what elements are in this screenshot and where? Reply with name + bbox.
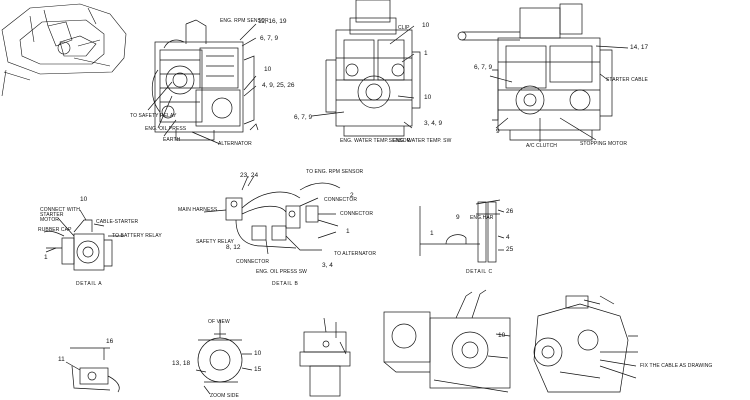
callout-detail-b-23-24: 23, 24 xyxy=(240,172,259,179)
callout-view2-b: 1 xyxy=(424,50,428,57)
label-to-safety-relay: TO SAFETY RELAY xyxy=(130,113,177,119)
callout-view3-c: 9 xyxy=(496,128,500,135)
label-a-c-clutch: A/C CLUTCH xyxy=(526,143,558,149)
label-eng-water-temp-sensor: ENG. WATER TEMP.SENSOR xyxy=(340,138,411,144)
label-alternator: ALTERNATOR xyxy=(218,141,252,147)
label-eng-water-temp-sw: ENG. WATER TEMP. SW xyxy=(393,138,452,144)
label-clip: CLIP xyxy=(398,25,410,31)
bottom-part-3-drawing xyxy=(299,317,351,397)
bottom-part-4-drawing xyxy=(383,289,511,393)
label-eng-oil-press: ENG. OIL PRESS xyxy=(145,126,187,132)
label-to-eng-rpm-sensor: TO ENG. RPM SENSOR xyxy=(306,169,364,175)
label-cable-starter: CABLE-STARTER xyxy=(96,219,139,225)
callout-view2-c: 10 xyxy=(424,94,432,101)
callout-bottom-16: 16 xyxy=(106,338,114,345)
engine-view-1 xyxy=(147,19,259,145)
label-fix-wire: FIX THE CABLE AS DRAWING xyxy=(640,363,713,369)
label-eng-oil-press-sw: ENG. OIL PRESS SW xyxy=(256,269,307,275)
detail-c-drawing xyxy=(419,199,505,263)
callout-detail-c-9: 9 xyxy=(456,214,460,221)
callout-view1-c: 10 xyxy=(264,66,272,73)
callout-detail-c-26: 26 xyxy=(506,208,514,215)
callout-view2-a: 10 xyxy=(422,22,430,29)
callout-view1-a: 11, 16, 19 xyxy=(258,18,287,25)
label-stopping-motor: STOPPING MOTOR xyxy=(580,141,628,147)
excavator-cab-sketch xyxy=(1,3,127,97)
label-starter-cable: STARTER CABLE xyxy=(606,77,648,83)
callout-view3-a: 14, 17 xyxy=(630,44,649,51)
callout-view1-d: 4, 9, 25, 26 xyxy=(262,82,295,89)
detail-a-drawing xyxy=(43,209,124,271)
label-main-harness: MAIN HARNESS xyxy=(178,207,218,213)
label-rubber-cap: RUBBER CAP xyxy=(38,227,72,233)
callout-detail-c-1: 1 xyxy=(430,230,434,237)
callout-bottom-10-a: 10 xyxy=(254,350,262,357)
detail-b-drawing xyxy=(203,175,341,255)
caption-detail-c: DETAIL C xyxy=(466,269,493,275)
bottom-part-5-drawing xyxy=(533,295,638,393)
callout-view2-e: 3, 4, 9 xyxy=(424,120,443,127)
label-eng-rpm-sensor: ENG. RPM SENSOR xyxy=(220,18,269,24)
engine-view-3 xyxy=(457,3,629,142)
callout-bottom-13-18: 13, 18 xyxy=(172,360,191,367)
callout-view2-d: 6, 7, 9 xyxy=(294,114,313,121)
callout-detail-c-25: 25 xyxy=(506,246,514,253)
label-connector-1: CONNECTOR xyxy=(324,197,358,203)
callout-view1-b: 6, 7, 9 xyxy=(260,35,279,42)
label-connect-with-starter-motor: CONNECT WITH STARTER MOTOR xyxy=(40,207,80,223)
callout-bottom-15: 15 xyxy=(254,366,262,373)
label-of-view: OF VIEW xyxy=(208,319,230,325)
callout-detail-a-1: 1 xyxy=(44,254,48,261)
callout-view3-b: 6, 7, 9 xyxy=(474,64,493,71)
callout-detail-c-4: 4 xyxy=(506,234,510,241)
label-connector-3: CONNECTOR xyxy=(236,259,270,265)
callout-bottom-10-b: 10 xyxy=(498,332,506,339)
callout-detail-b-8-12: 8, 12 xyxy=(226,244,241,251)
label-earth: EARTH xyxy=(163,137,181,143)
callout-detail-b-1: 1 xyxy=(346,228,350,235)
callout-detail-b-3-4: 3, 4 xyxy=(322,262,333,269)
callout-bottom-11: 11 xyxy=(58,356,65,363)
bottom-part-2-drawing xyxy=(195,320,253,395)
label-connector-2: CONNECTOR xyxy=(340,211,374,217)
engine-view-2 xyxy=(311,0,421,137)
label-eng-harness: ENG.HAR xyxy=(470,215,494,221)
label-safety-relay: SAFETY RELAY xyxy=(196,239,234,245)
callout-detail-b-2: 2 xyxy=(350,192,354,199)
callout-detail-a-10: 10 xyxy=(80,196,88,203)
label-to-alternator: TO ALTERNATOR xyxy=(334,251,377,257)
caption-detail-b: DETAIL B xyxy=(272,281,299,287)
label-to-battery-relay: TO BATTERY RELAY xyxy=(112,233,162,239)
bottom-part-1-drawing xyxy=(65,347,120,393)
caption-detail-a: DETAIL A xyxy=(76,281,103,287)
label-zoom-side: ZOOM SIDE xyxy=(210,393,239,399)
